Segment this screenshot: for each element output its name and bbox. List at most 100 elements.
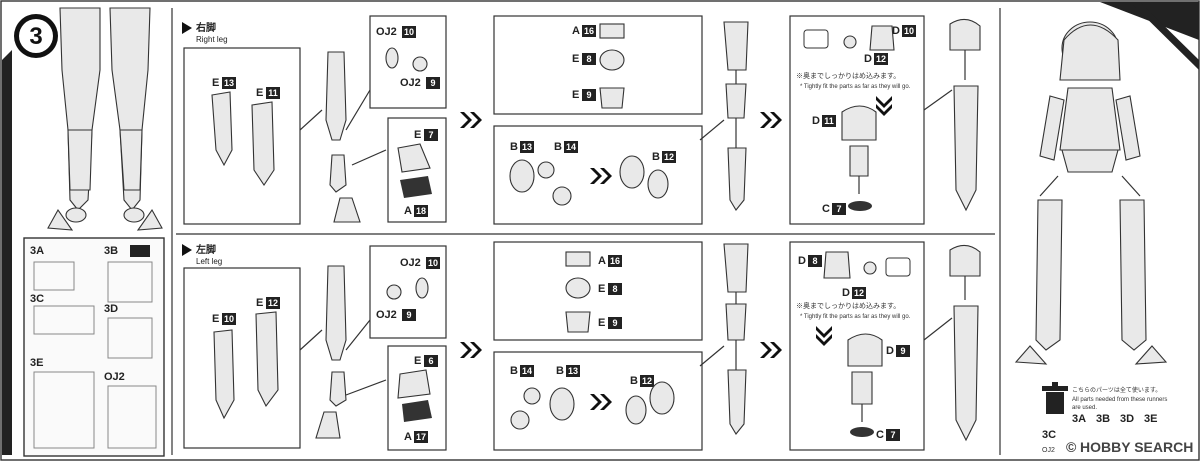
left-leg-title-jp: 左脚 (195, 243, 216, 256)
tag-b12-l: B 12 (630, 375, 654, 387)
right-panel-thigh (183, 47, 301, 225)
chevron-down-r (876, 96, 892, 116)
svg-text:B: B (554, 141, 562, 153)
arrow-left-joint (590, 394, 612, 410)
tag-e11: E 11 (256, 87, 280, 99)
svg-text:OJ2: OJ2 (400, 77, 421, 89)
svg-text:B: B (510, 141, 518, 153)
tag-a16-r: A 16 (572, 25, 596, 37)
svg-text:E: E (572, 89, 579, 101)
svg-text:D: D (886, 345, 894, 357)
svg-text:OJ2: OJ2 (400, 257, 421, 269)
tag-d9: D 9 (886, 345, 910, 357)
tag-b14-l: B 14 (510, 365, 534, 377)
tag-d12-r: D 12 (864, 53, 888, 65)
tag-e13: E 13 (212, 77, 236, 89)
svg-text:OJ2: OJ2 (376, 26, 397, 38)
svg-text:7: 7 (836, 204, 841, 214)
tag-a18: A 18 (404, 205, 428, 217)
fit-note-en-l: * Tightly fit the parts as far as they w… (800, 314, 911, 320)
tag-c7-r: C 7 (822, 203, 846, 215)
svg-text:9: 9 (900, 346, 905, 356)
svg-text:10: 10 (428, 258, 438, 268)
svg-text:7: 7 (890, 430, 895, 440)
left-panel-thigh (183, 267, 301, 449)
tag-d11: D 11 (812, 115, 836, 127)
fit-note-jp-r: ※奥までしっかりはめ込みます。 (796, 71, 900, 80)
tag-e9-r: E 9 (572, 89, 596, 101)
svg-text:16: 16 (584, 26, 594, 36)
right-leg-title-jp: 右脚 (195, 21, 216, 34)
svg-text:9: 9 (586, 90, 591, 100)
runner-label-3b: 3B (104, 245, 118, 257)
svg-text:6: 6 (428, 356, 433, 366)
svg-text:12: 12 (642, 376, 652, 386)
tag-oj2-9-l: OJ2 9 (376, 309, 416, 321)
notice-extra-code-2: OJ2 (1042, 447, 1055, 454)
svg-text:E: E (414, 129, 421, 141)
svg-text:12: 12 (854, 288, 864, 298)
tag-e10: E 10 (212, 313, 236, 325)
tag-oj2-9-r: OJ2 9 (400, 77, 440, 89)
left-panel-knee (493, 241, 703, 341)
svg-text:10: 10 (404, 27, 414, 37)
svg-text:E: E (598, 283, 605, 295)
runner-label-3e: 3E (30, 357, 43, 369)
svg-text:OJ2: OJ2 (376, 309, 397, 321)
svg-text:13: 13 (224, 78, 234, 88)
fit-note-en-r: * Tightly fit the parts as far as they w… (800, 84, 911, 90)
svg-text:E: E (414, 355, 421, 367)
tag-b13-l: B 13 (556, 365, 580, 377)
svg-text:D: D (864, 53, 872, 65)
watermark: © HOBBY SEARCH (1066, 439, 1193, 455)
svg-text:9: 9 (430, 78, 435, 88)
tag-d10: D 10 (892, 25, 916, 37)
left-leg-section: 左脚 Left leg E 10 E 12 OJ2 10 OJ2 (182, 241, 981, 451)
svg-text:E: E (256, 87, 263, 99)
svg-text:D: D (842, 287, 850, 299)
tag-oj2-10-r: OJ2 10 (376, 26, 416, 38)
svg-text:17: 17 (416, 432, 426, 442)
right-leg-title-en: Right leg (196, 35, 228, 44)
runner-label-oj2: OJ2 (104, 371, 125, 383)
svg-text:14: 14 (566, 142, 576, 152)
arrow-right-2 (760, 112, 782, 128)
svg-text:C: C (876, 429, 884, 441)
step-badge: 3 (14, 14, 58, 58)
arrow-left-2 (760, 342, 782, 358)
svg-text:18: 18 (416, 206, 426, 216)
svg-text:A: A (404, 205, 412, 217)
notice-code-4: 3E (1144, 413, 1157, 425)
svg-text:B: B (652, 151, 660, 163)
finished-figure-illustration (1014, 21, 1168, 365)
svg-text:D: D (892, 25, 900, 37)
tag-d12-l: D 12 (842, 287, 866, 299)
svg-text:8: 8 (586, 54, 591, 64)
runner-label-3a: 3A (30, 245, 44, 257)
tag-d8: D 8 (798, 255, 822, 267)
svg-text:E: E (572, 53, 579, 65)
svg-text:E: E (212, 313, 219, 325)
notice-text-jp: こちらのパーツは全て使います。 (1072, 386, 1161, 394)
notice-text-en2: are used. (1072, 405, 1097, 411)
svg-text:10: 10 (904, 26, 914, 36)
left-decoration (2, 50, 12, 455)
runner-label-3d: 3D (104, 303, 118, 315)
watermark-mark: © (1066, 439, 1077, 455)
svg-text:A: A (572, 25, 580, 37)
notice-extra-code: 3C (1042, 429, 1056, 441)
right-leg-section: 右脚 Right leg E 13 E 11 OJ2 10 (182, 15, 981, 225)
svg-text:A: A (404, 431, 412, 443)
corner-decoration (1100, 2, 1199, 70)
tag-c7-l: C 7 (876, 429, 900, 441)
svg-text:B: B (556, 365, 564, 377)
arrow-left-1 (460, 342, 482, 358)
arrow-right-joint (590, 168, 612, 184)
svg-text:E: E (212, 77, 219, 89)
finished-legs-illustration (47, 7, 163, 231)
svg-text:13: 13 (568, 366, 578, 376)
svg-text:7: 7 (428, 130, 433, 140)
tag-oj2-10-l: OJ2 10 (400, 257, 440, 269)
